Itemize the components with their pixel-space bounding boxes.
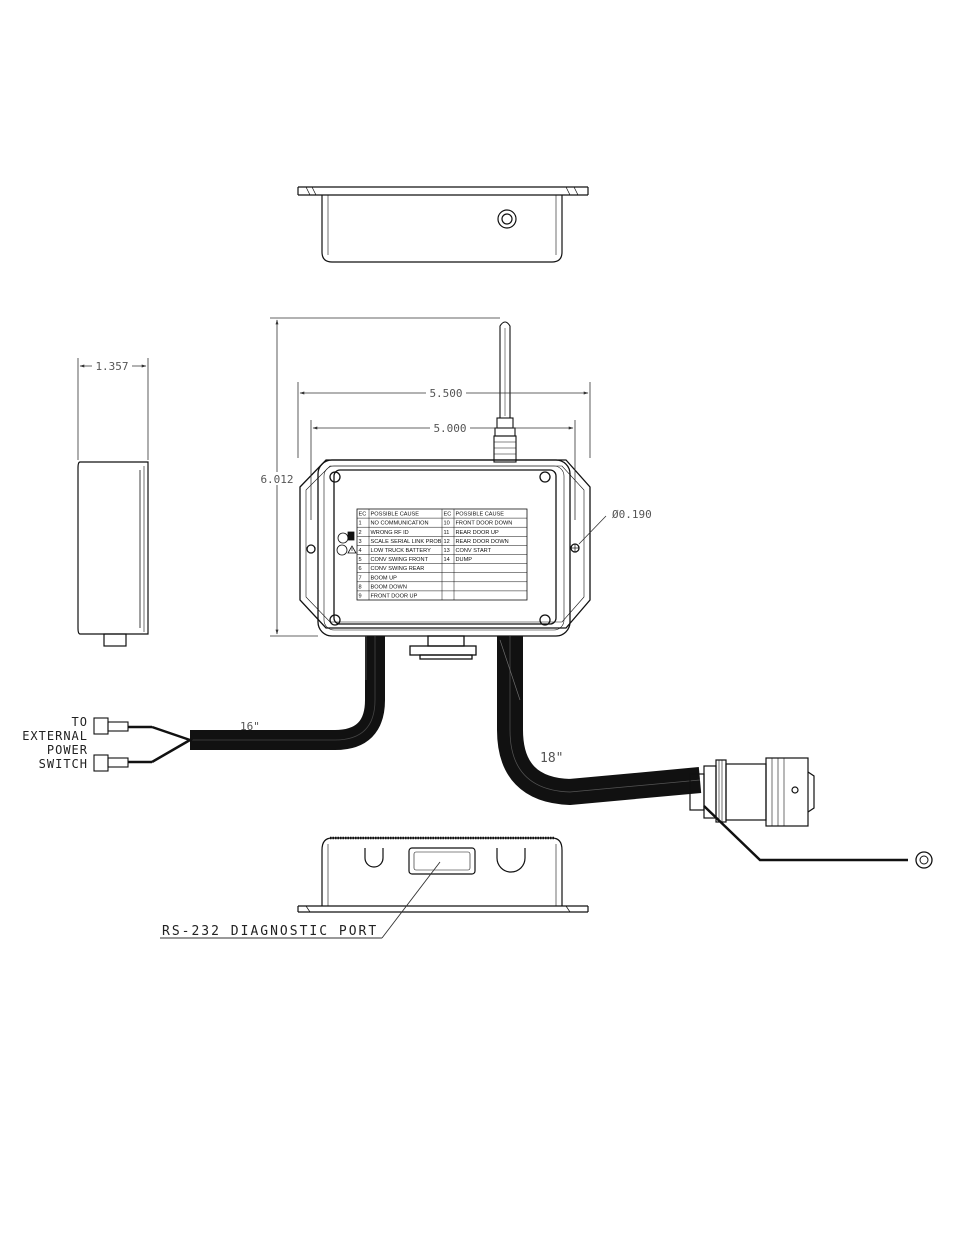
- table-cell: CONV SWING FRONT: [371, 557, 429, 563]
- table-cell: 7: [359, 575, 362, 581]
- table-cell: 5: [359, 557, 362, 563]
- table-cell: 10: [444, 521, 450, 527]
- antenna: [493, 321, 517, 463]
- right-cable: [497, 636, 702, 806]
- height-label-bg: [257, 472, 297, 485]
- table-cell: 3: [359, 539, 362, 545]
- power-label-line-3: POWER: [47, 743, 88, 757]
- depth-label: 1.357: [95, 360, 128, 373]
- table-cell: REAR DOOR UP: [456, 530, 499, 536]
- table-cell: 6: [359, 566, 362, 572]
- table-cell: 12: [444, 539, 450, 545]
- spacing-label-bg: [430, 421, 470, 434]
- top-view: [297, 186, 589, 263]
- diagnostic-port-leader: [160, 861, 441, 939]
- table-cell: FRONT DOOR UP: [371, 594, 418, 600]
- circular-connector: [689, 757, 815, 827]
- width-label-bg: [426, 386, 466, 399]
- depth-label-bg: [92, 359, 132, 372]
- ground-wire: [703, 805, 933, 869]
- table-cell: 2: [359, 530, 362, 536]
- table-header-cell: EC: [359, 512, 367, 518]
- power-label-line-4: SWITCH: [39, 757, 88, 771]
- diagnostic-port-label: RS-232 DIAGNOSTIC PORT: [162, 924, 378, 939]
- table-cell: 1: [359, 521, 362, 527]
- power-label-line-1: TO: [72, 715, 88, 729]
- bottom-view: [297, 836, 589, 913]
- table-cell: FRONT DOOR DOWN: [456, 521, 513, 527]
- right-cable-length: 18": [540, 751, 563, 766]
- height-label: 6.012: [260, 473, 293, 486]
- table-cell: BOOM DOWN: [371, 584, 407, 590]
- terminal-connectors: [93, 717, 129, 772]
- table-cell: NO COMMUNICATION: [371, 521, 429, 527]
- left-cable-length: 16": [240, 720, 260, 733]
- table-cell: SCALE SERIAL LINK PROB: [371, 539, 442, 545]
- depth-dimension: [77, 358, 149, 460]
- error-code-table: EC POSSIBLE CAUSE EC POSSIBLE CAUSE 1 NO COMM…: [356, 508, 528, 601]
- status-indicators: [336, 531, 357, 556]
- table-header-cell: EC: [444, 512, 452, 518]
- overall-width-label: 5.500: [429, 387, 462, 400]
- power-label-line-2: EXTERNAL: [22, 729, 88, 743]
- table-header-cell: POSSIBLE CAUSE: [371, 512, 420, 518]
- table-cell: BOOM UP: [371, 575, 398, 581]
- table-cell: 8: [359, 584, 362, 590]
- table-cell: LOW TRUCK BATTERY: [371, 548, 432, 554]
- table-cell: 4: [359, 548, 362, 554]
- table-cell: 13: [444, 548, 450, 554]
- side-view: [77, 461, 149, 647]
- table-cell: 11: [444, 530, 450, 536]
- hole-diameter-label: Ø0.190: [612, 508, 652, 521]
- table-header-cell: POSSIBLE CAUSE: [456, 512, 505, 518]
- hole-spacing-label: 5.000: [433, 422, 466, 435]
- table-cell: DUMP: [456, 557, 473, 563]
- table-cell: WRONG RF ID: [371, 530, 409, 536]
- front-view: [299, 459, 591, 660]
- left-cable: [128, 636, 385, 764]
- table-cell: REAR DOOR DOWN: [456, 539, 509, 545]
- table-cell: 9: [359, 594, 362, 600]
- table-cell: CONV SWING REAR: [371, 566, 425, 572]
- table-cell: 14: [444, 557, 450, 563]
- table-cell: CONV START: [456, 548, 492, 554]
